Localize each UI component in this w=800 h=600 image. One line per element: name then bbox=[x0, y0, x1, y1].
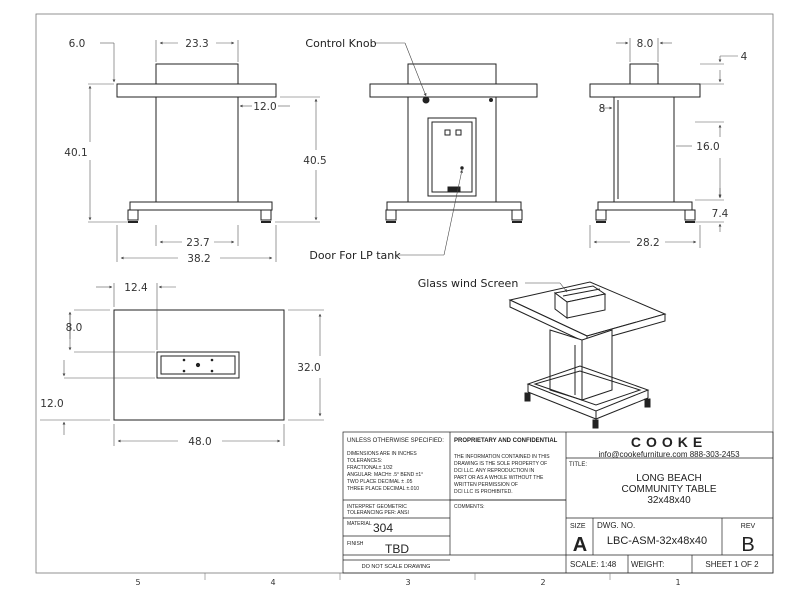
tb-no-scale: DO NOT SCALE DRAWING bbox=[362, 564, 431, 570]
dim-side-left-offset: 8 bbox=[599, 103, 606, 115]
tb-dwg-no: LBC-ASM-32x48x40 bbox=[607, 535, 707, 547]
tb-unless: UNLESS OTHERWISE SPECIFIED: bbox=[347, 438, 444, 444]
tb-prop-title: PROPRIETARY AND CONFIDENTIAL bbox=[454, 438, 558, 444]
tb-rev-label: REV bbox=[741, 523, 756, 530]
tb-tol-3: ANGULAR: MACH± .5° BEND ±1° bbox=[347, 472, 423, 478]
dim-side-top-width: 8.0 bbox=[637, 38, 654, 50]
zone-4: 4 bbox=[270, 578, 275, 587]
tb-finish: TBD bbox=[385, 542, 409, 556]
tb-tol-5: THREE PLACE DECIMAL ±.010 bbox=[347, 486, 419, 492]
tb-tol-1: TOLERANCES: bbox=[347, 458, 382, 464]
label-door-lp-tank: Door For LP tank bbox=[309, 249, 401, 262]
tb-size-label: SIZE bbox=[570, 523, 586, 530]
tb-sheet: SHEET 1 OF 2 bbox=[705, 560, 759, 569]
front-dimensions bbox=[88, 40, 320, 262]
tb-interpret-0: INTERPRET GEOMETRIC bbox=[347, 504, 407, 510]
tb-interpret-1: TOLERANCING PER: ANSI bbox=[347, 510, 409, 516]
tb-prop-3: PART OR AS A WHOLE WITHOUT THE bbox=[454, 475, 544, 481]
isometric-view bbox=[508, 281, 667, 429]
rear-view bbox=[369, 63, 538, 223]
zone-1: 1 bbox=[675, 578, 680, 587]
tb-title-1: COMMUNITY TABLE bbox=[621, 484, 716, 495]
dim-side-door-height: 16.0 bbox=[696, 141, 719, 153]
top-view bbox=[113, 309, 285, 421]
front-view bbox=[116, 63, 277, 223]
tb-material-label: MATERIAL bbox=[347, 521, 372, 527]
zone-2: 2 bbox=[540, 578, 545, 587]
side-view bbox=[589, 63, 701, 223]
zone-5: 5 bbox=[135, 578, 140, 587]
label-glass-wind-screen: Glass wind Screen bbox=[418, 277, 519, 290]
tb-prop-0: THE INFORMATION CONTAINED IN THIS bbox=[454, 454, 550, 460]
tb-prop-5: DCI LLC IS PROHIBITED. bbox=[454, 489, 513, 495]
dim-front-height-right: 40.5 bbox=[303, 155, 326, 167]
tb-tol-2: FRACTIONAL± 1/32 bbox=[347, 465, 393, 471]
tb-brand-logo: COOKE bbox=[631, 434, 707, 450]
side-dimensions bbox=[589, 38, 738, 248]
dim-front-height-total: 40.1 bbox=[64, 147, 87, 159]
tb-finish-label: FINISH bbox=[347, 541, 364, 547]
tb-comments: COMMENTS: bbox=[454, 504, 485, 510]
tb-title-label: TITLE: bbox=[569, 462, 587, 468]
tb-tol-0: DIMENSIONS ARE IN INCHES bbox=[347, 451, 417, 457]
tb-prop-1: DRAWING IS THE SOLE PROPERTY OF bbox=[454, 461, 547, 467]
dim-top-inset-x: 12.4 bbox=[124, 282, 148, 294]
top-dimensions bbox=[40, 283, 324, 446]
dim-front-overhang: 12.0 bbox=[253, 101, 276, 113]
dim-side-base-width: 28.2 bbox=[636, 237, 659, 249]
iso-leader bbox=[525, 282, 568, 293]
dim-front-base-inner: 23.7 bbox=[186, 237, 209, 249]
zone-3: 3 bbox=[405, 578, 410, 587]
tb-size: A bbox=[573, 534, 587, 556]
dim-top-inset-y: 8.0 bbox=[66, 322, 83, 334]
dim-top-depth: 32.0 bbox=[297, 362, 320, 374]
dim-side-top-offset: 4 bbox=[741, 51, 748, 63]
tb-title-0: LONG BEACH bbox=[636, 473, 702, 484]
dim-top-width: 48.0 bbox=[188, 436, 211, 448]
dim-side-base-height: 7.4 bbox=[712, 208, 729, 220]
tb-title-2: 32x48x40 bbox=[647, 495, 691, 506]
zone-ticks bbox=[204, 573, 611, 580]
tb-contact: info@cookefurniture.com 888-303-2453 bbox=[598, 450, 740, 459]
dim-front-top-thickness: 6.0 bbox=[69, 38, 86, 50]
tb-rev: B bbox=[741, 534, 754, 556]
rear-leaders bbox=[374, 42, 463, 256]
tb-scale: SCALE: 1:48 bbox=[570, 560, 617, 569]
dim-top-left-edge: 12.0 bbox=[40, 398, 63, 410]
tb-dwg-label: DWG. NO. bbox=[597, 521, 635, 530]
dim-front-top-depth: 23.3 bbox=[185, 38, 208, 50]
label-control-knob: Control Knob bbox=[305, 37, 376, 50]
tb-material: 304 bbox=[373, 521, 393, 535]
dim-front-base-outer: 38.2 bbox=[187, 253, 210, 265]
tb-prop-4: WRITTEN PERMISSION OF bbox=[454, 482, 518, 488]
title-block-lines bbox=[342, 431, 774, 574]
tb-tol-4: TWO PLACE DECIMAL ± .05 bbox=[347, 479, 413, 485]
tb-weight: WEIGHT: bbox=[631, 560, 664, 569]
tb-prop-2: DCI LLC. ANY REPRODUCTION IN bbox=[454, 468, 535, 474]
